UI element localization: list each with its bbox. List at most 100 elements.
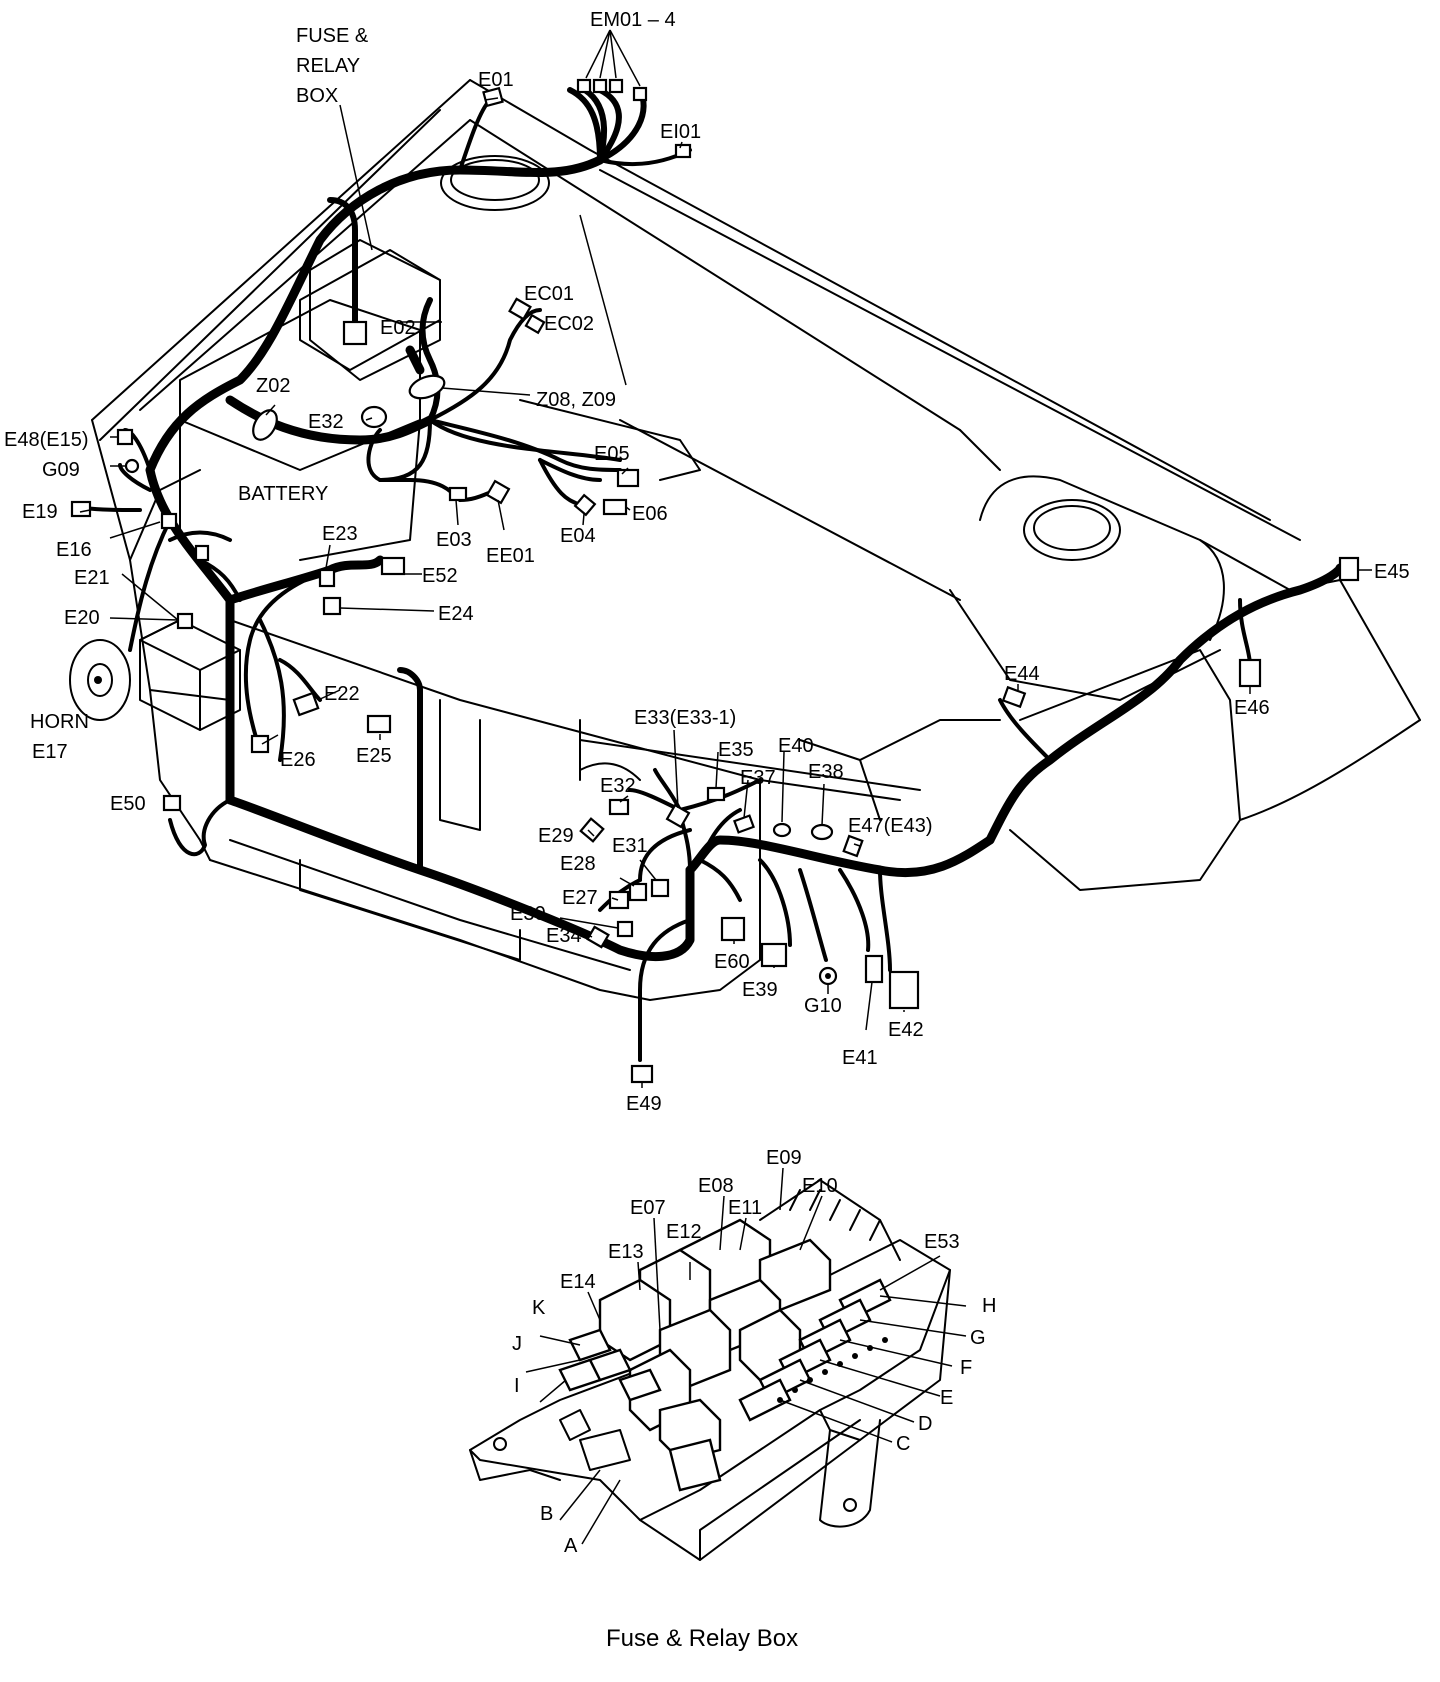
label-e22: E22 — [324, 683, 360, 705]
label-fuse-relay-box-3: BOX — [296, 85, 338, 107]
label-b: B — [540, 1503, 553, 1525]
connector-ee01 — [485, 479, 511, 505]
connector-e33 — [665, 803, 691, 829]
wiring-harness — [83, 87, 1345, 1062]
label-e60: E60 — [714, 951, 750, 973]
label-e01: E01 — [478, 69, 514, 91]
label-e03: E03 — [436, 529, 472, 551]
connector-e28 — [628, 882, 648, 902]
connector-e44 — [1001, 685, 1027, 709]
label-e42: E42 — [888, 1019, 924, 1041]
label-i: I — [514, 1375, 520, 1397]
label-e14: E14 — [560, 1271, 596, 1293]
connector-e32-top — [360, 405, 388, 429]
fuse-relay-box-body — [299, 249, 441, 371]
label-e27: E27 — [562, 887, 598, 909]
label-z08-z09: Z08, Z09 — [536, 389, 616, 411]
leader-lines — [79, 29, 1372, 1088]
label-g09: G09 — [42, 459, 80, 481]
label-e33: E33(E33-1) — [634, 707, 736, 729]
label-ee01: EE01 — [486, 545, 535, 567]
connector-e50 — [162, 794, 182, 812]
connector-e29 — [579, 817, 605, 843]
connector-e03 — [448, 486, 468, 502]
connector-em04 — [632, 86, 648, 102]
connector-e45 — [1338, 556, 1360, 582]
connector-e32-mid — [608, 798, 630, 816]
label-e46: E46 — [1234, 697, 1270, 719]
label-e48: E48(E15) — [4, 429, 89, 451]
connector-e20 — [176, 612, 194, 630]
label-e05: E05 — [594, 443, 630, 465]
label-e16: E16 — [56, 539, 92, 561]
caption: Fuse & Relay Box — [606, 1625, 798, 1652]
engine-bay-labels: FUSE & RELAY BOX EM01 – 4 E01 EI01 EC01 … — [4, 9, 1410, 1115]
connector-e16b — [194, 544, 210, 562]
label-c: C — [896, 1433, 910, 1455]
label-e: E — [940, 1387, 953, 1409]
label-e44: E44 — [1004, 663, 1040, 685]
label-e49: E49 — [626, 1093, 662, 1115]
connector-e04 — [573, 493, 597, 517]
label-battery: BATTERY — [238, 483, 328, 505]
label-e47: E47(E43) — [848, 815, 933, 837]
label-e23: E23 — [322, 523, 358, 545]
connector-e42 — [888, 970, 920, 1010]
connector-e41 — [864, 954, 884, 984]
connector-e24 — [322, 596, 342, 616]
label-d: D — [918, 1413, 932, 1435]
label-e07: E07 — [630, 1197, 666, 1219]
label-e09: E09 — [766, 1147, 802, 1169]
grommet-z08 — [408, 374, 446, 400]
label-g: G — [970, 1327, 986, 1349]
label-e06: E06 — [632, 503, 668, 525]
connector-e48 — [116, 428, 134, 446]
label-z02: Z02 — [256, 375, 290, 397]
label-e20: E20 — [64, 607, 100, 629]
connector-e52 — [380, 556, 406, 576]
label-e31: E31 — [612, 835, 648, 857]
connector-e25 — [366, 714, 392, 734]
connector-ec02 — [524, 313, 546, 335]
label-ec02: EC02 — [544, 313, 594, 335]
label-e21: E21 — [74, 567, 110, 589]
label-e40: E40 — [778, 735, 814, 757]
connector-e35 — [706, 786, 726, 802]
label-e35: E35 — [718, 739, 754, 761]
connector-e06 — [602, 498, 628, 516]
label-ec01: EC01 — [524, 283, 574, 305]
connector-em03 — [608, 78, 624, 94]
label-a: A — [564, 1535, 578, 1557]
label-e38: E38 — [808, 761, 844, 783]
connector-e23 — [318, 568, 336, 588]
label-e29: E29 — [538, 825, 574, 847]
label-e19: E19 — [22, 501, 58, 523]
label-h: H — [982, 1295, 996, 1317]
connector-e05 — [616, 468, 640, 488]
connector-e26 — [250, 734, 270, 754]
connector-e46 — [1238, 658, 1262, 688]
label-horn: HORN — [30, 711, 89, 733]
label-e32-top: E32 — [308, 411, 344, 433]
connector-ei01 — [674, 143, 692, 159]
label-e50: E50 — [110, 793, 146, 815]
fuse-box-labels: E09 E08 E10 E07 E11 E12 E13 E53 E14 H K … — [512, 1147, 996, 1557]
grommet-z02 — [252, 409, 278, 441]
label-e25: E25 — [356, 745, 392, 767]
connector-e49 — [630, 1064, 654, 1084]
label-e08: E08 — [698, 1175, 734, 1197]
connector-em01 — [576, 78, 592, 94]
label-e24: E24 — [438, 603, 474, 625]
label-ei01: EI01 — [660, 121, 701, 143]
label-e10: E10 — [802, 1175, 838, 1197]
connector-e27 — [608, 890, 630, 910]
fuse-relay-box-detail — [469, 1167, 967, 1561]
label-e11: E11 — [728, 1197, 762, 1219]
connector-ec01 — [508, 297, 532, 321]
label-fuse-relay-box-2: RELAY — [296, 55, 360, 77]
label-k: K — [532, 1297, 546, 1319]
ground-g09 — [124, 458, 140, 474]
label-e32-mid: E32 — [600, 775, 636, 797]
label-e26: E26 — [280, 749, 316, 771]
